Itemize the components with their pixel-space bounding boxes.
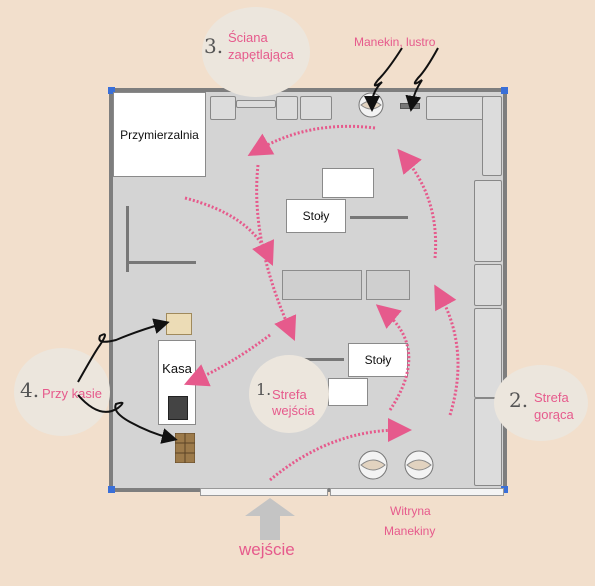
hanging-rail (126, 206, 129, 272)
zone-bubble-2 (494, 365, 588, 441)
register-icon (168, 396, 188, 420)
wall-shelf (474, 180, 502, 262)
fitting-room-label: Przymierzalnia (120, 127, 199, 142)
wall-shelf (276, 96, 298, 120)
hanging-rail (286, 358, 344, 361)
zone-3-number: 3. (204, 34, 224, 58)
corner-marker (501, 87, 508, 94)
tables-bottom-label: Stoły (364, 353, 392, 367)
table (322, 168, 374, 198)
entrance-opening (200, 488, 328, 496)
zone-2-number: 2. (509, 388, 529, 412)
mannequin-icon (402, 450, 436, 480)
zone-bubble-4 (14, 348, 110, 436)
zone-2-line1: Strefa (534, 390, 569, 405)
zone-1-number: 1. (256, 380, 272, 399)
corner-marker (501, 486, 508, 493)
mannequin-mirror-label: Manekin, lustro (354, 35, 436, 49)
corner-marker (108, 87, 115, 94)
box-icon (174, 432, 196, 464)
zone-bubble-3 (202, 7, 310, 97)
wall-shelf (474, 308, 502, 398)
mannequin-icon (356, 450, 390, 480)
zone-2-line2: gorąca (534, 407, 574, 422)
fitting-room: Przymierzalnia (113, 92, 206, 177)
zone-4-number: 4. (20, 378, 40, 402)
entrance-arrow-icon (245, 498, 295, 540)
wall-shelf (300, 96, 332, 120)
hanging-rail (126, 261, 196, 264)
zone-4-label: Przy kasie (42, 386, 102, 401)
zone-1-line1: Strefa (272, 387, 307, 402)
wall-shelf (474, 264, 502, 306)
zone-3-line2: zapętlająca (228, 47, 294, 62)
wall-shelf (236, 100, 276, 108)
display-table (366, 270, 410, 300)
zone-3-line1: Ściana (228, 30, 268, 45)
tables-top: Stoły (286, 199, 346, 233)
display-table (282, 270, 362, 300)
window-line2: Manekiny (384, 524, 436, 538)
wall-shelf (482, 96, 502, 176)
window-line1: Witryna (390, 504, 431, 518)
wall-shelf (210, 96, 236, 120)
zone-bubble-1 (249, 355, 329, 433)
shop-window (330, 488, 504, 496)
entrance-label: wejście (239, 540, 295, 559)
tables-top-label: Stoły (302, 209, 330, 223)
zone-1-line2: wejścia (272, 403, 315, 418)
corner-marker (108, 486, 115, 493)
hanging-rail (350, 216, 408, 219)
